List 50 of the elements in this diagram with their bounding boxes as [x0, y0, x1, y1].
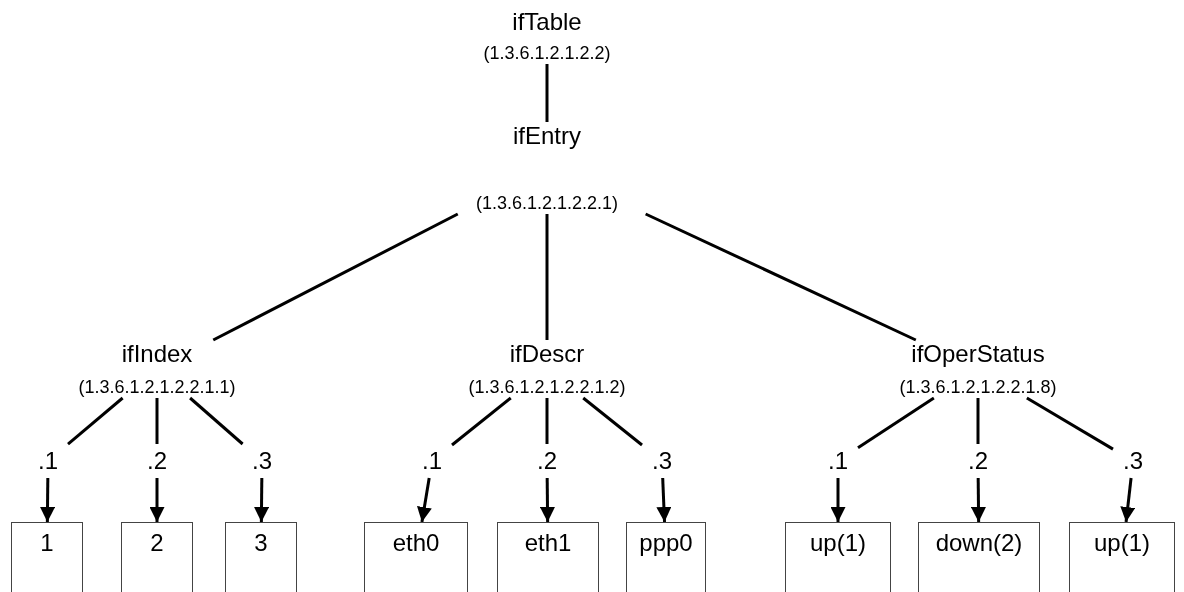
index-label: .1 — [422, 447, 442, 475]
oid-label: (1.3.6.1.2.1.2.2.1.2) — [468, 377, 626, 398]
oid-label: (1.3.6.1.2.1.2.2.1.8) — [899, 377, 1057, 398]
index-label: .2 — [147, 447, 167, 475]
connector-line — [645, 212, 917, 342]
connector-line — [451, 396, 512, 447]
connector-line — [212, 212, 459, 342]
value-box: eth0 — [364, 522, 468, 592]
value-box: 1 — [11, 522, 83, 592]
value-box: down(2) — [918, 522, 1040, 592]
index-label: .1 — [38, 447, 58, 475]
node-name: ifDescr — [509, 340, 585, 368]
connector-line — [582, 396, 643, 447]
oid-label: (1.3.6.1.2.1.2.2.1) — [475, 193, 619, 214]
arrow — [656, 477, 672, 523]
arrow — [417, 477, 432, 523]
connector-line — [545, 64, 549, 122]
arrow — [830, 478, 846, 522]
value-box: up(1) — [1069, 522, 1175, 592]
value-box: 3 — [225, 522, 297, 592]
connector-line — [976, 398, 980, 444]
value-box: eth1 — [497, 522, 599, 592]
oid-label: (1.3.6.1.2.1.2.2) — [483, 43, 611, 64]
oid-label: (1.3.6.1.2.1.2.2.1.1) — [78, 377, 236, 398]
arrow — [1120, 477, 1136, 523]
node-name: ifEntry — [513, 122, 581, 150]
arrow — [970, 478, 986, 522]
node-name: ifTable — [512, 8, 582, 36]
arrow — [40, 477, 56, 522]
index-label: .3 — [652, 447, 672, 475]
connector-line — [189, 396, 244, 446]
connector-line — [67, 396, 124, 446]
value-box: up(1) — [785, 522, 891, 592]
value-box: ppp0 — [626, 522, 706, 592]
index-label: .3 — [252, 447, 272, 475]
value-box: 2 — [121, 522, 193, 592]
node-name: ifOperStatus — [911, 340, 1045, 368]
arrow — [149, 478, 165, 522]
connector-line — [1026, 396, 1114, 451]
arrow — [254, 477, 270, 522]
arrow — [539, 477, 555, 522]
connector-line — [155, 398, 159, 444]
connector-line — [545, 398, 549, 444]
index-label: .2 — [968, 447, 988, 475]
connector-line — [545, 214, 549, 340]
index-label: .1 — [828, 447, 848, 475]
index-label: .3 — [1123, 447, 1143, 475]
node-name: ifIndex — [121, 340, 193, 368]
index-label: .2 — [537, 447, 557, 475]
connector-line — [857, 396, 935, 450]
